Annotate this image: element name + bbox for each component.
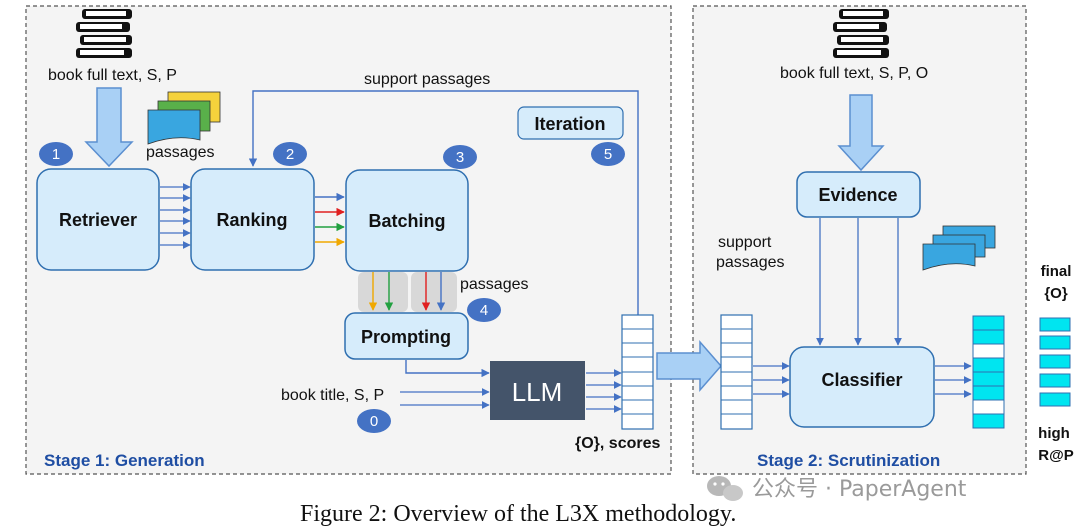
badge-2: 2 <box>273 142 307 166</box>
final-output-column <box>1039 317 1071 407</box>
svg-text:0: 0 <box>370 413 378 430</box>
llm-input-arrows <box>400 388 490 409</box>
batch-band-right <box>411 272 457 312</box>
svg-text:2: 2 <box>286 146 294 163</box>
stage2-down-arrow <box>837 94 885 172</box>
retriever-box <box>36 168 160 271</box>
badge-3: 3 <box>443 145 477 169</box>
iteration-label: Iteration <box>534 114 605 134</box>
stage2-support-label-1: support <box>718 234 772 251</box>
retriever-ranking-arrows <box>160 183 191 249</box>
passages-stack-icon-stage2 <box>922 225 996 271</box>
stage2-support-label-2: passages <box>716 254 785 271</box>
output-scores-column <box>621 314 654 430</box>
retriever-label: Retriever <box>59 210 137 230</box>
passages-label: passages <box>146 144 215 161</box>
ranking-label: Ranking <box>216 210 287 230</box>
final-label-1: final <box>1041 263 1072 280</box>
support-classifier-arrows <box>753 362 790 398</box>
ranking-batching-arrows <box>315 192 345 247</box>
classifier-label: Classifier <box>821 370 902 390</box>
llm-box <box>490 361 585 420</box>
stage1-label: Stage 1: Generation <box>44 451 205 470</box>
support-passages-column <box>720 314 753 430</box>
evidence-label: Evidence <box>818 185 897 205</box>
llm-input-label: book title, S, P <box>281 387 384 404</box>
support-passages-label: support passages <box>364 71 490 88</box>
classifier-output-arrows <box>935 362 972 398</box>
evidence-classifier-arrows <box>816 218 902 346</box>
wechat-logo-icon <box>707 476 743 501</box>
llm-label: LLM <box>512 377 563 407</box>
badge-5: 5 <box>591 142 625 166</box>
batching-box <box>345 169 469 272</box>
classifier-output-column <box>972 315 1005 429</box>
svg-text:1: 1 <box>52 146 60 163</box>
stage2-input-label: book full text, S, P, O <box>780 65 928 82</box>
llm-output-arrows <box>586 369 622 413</box>
passages-stack-icon <box>147 91 221 145</box>
feedback-line <box>248 90 639 315</box>
watermark-text: 公众号 · PaperAgent <box>752 477 967 502</box>
prompting-llm-arrow <box>405 360 490 378</box>
batch-band-left <box>358 272 408 312</box>
final-label-2: {O} <box>1044 285 1068 302</box>
svg-text:4: 4 <box>480 302 488 319</box>
evidence-box <box>796 171 921 218</box>
stage-transfer-arrow <box>656 340 722 392</box>
badge-1: 1 <box>39 142 73 166</box>
prompt-passages-label: passages <box>460 276 529 293</box>
books-icon <box>76 9 132 58</box>
iteration-box <box>517 106 624 140</box>
ranking-box <box>190 168 315 271</box>
stage2-label: Stage 2: Scrutinization <box>757 451 940 470</box>
stage1-input-label: book full text, S, P <box>48 67 177 84</box>
high-label-1: high <box>1038 425 1070 442</box>
input-down-arrow <box>84 87 134 168</box>
svg-text:5: 5 <box>604 146 612 163</box>
classifier-box <box>789 346 935 428</box>
high-label-2: R@P <box>1038 447 1073 464</box>
prompting-label: Prompting <box>361 327 451 347</box>
svg-text:3: 3 <box>456 149 464 166</box>
output-label: {O}, scores <box>575 435 660 452</box>
batching-prompting-arrows <box>368 272 446 311</box>
badge-4: 4 <box>467 298 501 322</box>
prompting-box <box>344 312 469 360</box>
books-icon-stage2 <box>833 9 889 58</box>
figure-caption: Figure 2: Overview of the L3X methodolog… <box>300 501 736 527</box>
batching-label: Batching <box>368 211 445 231</box>
badge-0: 0 <box>357 409 391 433</box>
